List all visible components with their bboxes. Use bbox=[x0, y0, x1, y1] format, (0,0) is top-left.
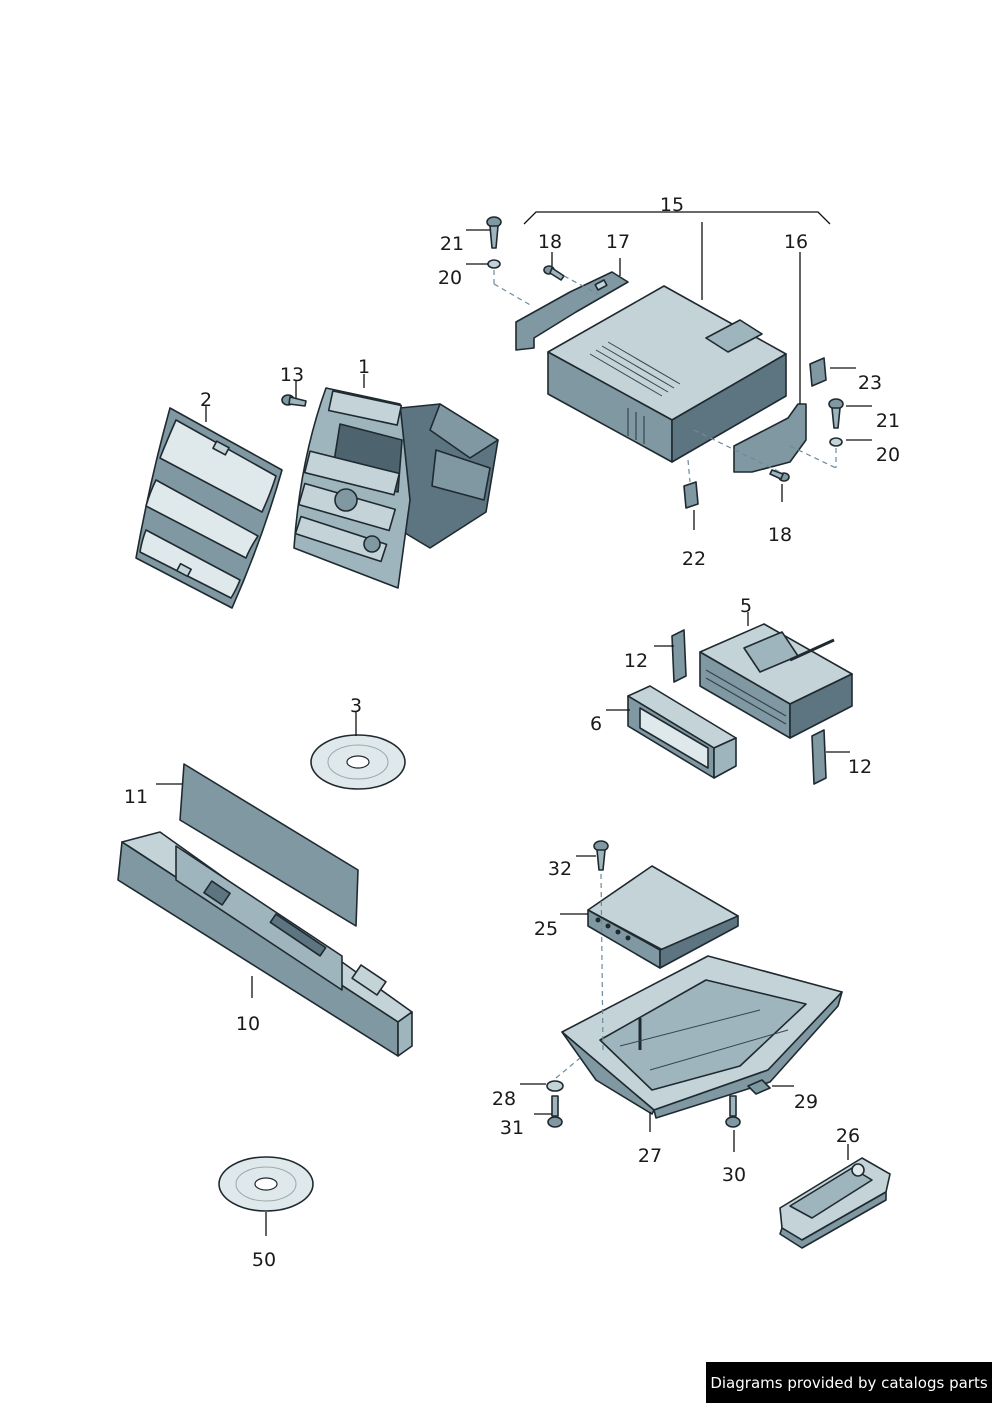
credit-banner: Diagrams provided by catalogs parts bbox=[706, 1362, 992, 1403]
label-part-29: 29 bbox=[794, 1091, 818, 1113]
label-part-18b: 18 bbox=[768, 524, 792, 546]
sheet-part-11 bbox=[179, 763, 359, 927]
clip-part-23 bbox=[809, 357, 827, 387]
label-part-5: 5 bbox=[740, 595, 752, 617]
label-part-30: 30 bbox=[722, 1164, 746, 1186]
clip-part-29 bbox=[747, 1079, 771, 1095]
label-part-10: 10 bbox=[236, 1013, 260, 1035]
screw-part-30 bbox=[725, 1095, 741, 1128]
label-part-26: 26 bbox=[836, 1125, 860, 1147]
screw-part-18a bbox=[543, 265, 565, 281]
label-part-15: 15 bbox=[660, 194, 684, 216]
screw-part-31 bbox=[547, 1095, 563, 1128]
label-part-6: 6 bbox=[590, 713, 602, 735]
label-part-22: 22 bbox=[682, 548, 706, 570]
screw-part-21b bbox=[828, 398, 844, 429]
tray-part-27 bbox=[561, 955, 843, 1119]
label-part-2: 2 bbox=[200, 389, 212, 411]
label-part-12b: 12 bbox=[848, 756, 872, 778]
label-part-1: 1 bbox=[358, 356, 370, 378]
label-part-13: 13 bbox=[280, 364, 304, 386]
trim-frame-part-2 bbox=[135, 407, 283, 609]
screw-part-21a bbox=[486, 216, 502, 249]
label-part-31: 31 bbox=[500, 1117, 524, 1139]
label-part-21b: 21 bbox=[876, 410, 900, 432]
label-part-18a: 18 bbox=[538, 231, 562, 253]
part-labels: 1 2 13 15 16 17 18 21 20 23 21 20 18 22 … bbox=[124, 194, 900, 1271]
remote-control-part-26 bbox=[779, 1157, 891, 1249]
navigation-unit-part-15 bbox=[547, 285, 787, 463]
label-part-32: 32 bbox=[548, 858, 572, 880]
disc-part-50 bbox=[218, 1156, 314, 1212]
control-unit-part-25 bbox=[587, 865, 739, 969]
leader-lines bbox=[156, 211, 872, 1236]
label-part-20b: 20 bbox=[876, 444, 900, 466]
mounting-frame-part-6 bbox=[627, 685, 737, 779]
washer-part-28 bbox=[546, 1080, 564, 1092]
label-part-50: 50 bbox=[252, 1249, 276, 1271]
label-part-27: 27 bbox=[638, 1145, 662, 1167]
cd-changer-part-5 bbox=[699, 623, 853, 739]
label-part-20a: 20 bbox=[438, 267, 462, 289]
washer-part-20a bbox=[487, 259, 501, 269]
screw-part-32 bbox=[593, 840, 609, 871]
clip-part-22 bbox=[683, 481, 699, 509]
label-part-25: 25 bbox=[534, 918, 558, 940]
radio-unit-part-1 bbox=[293, 387, 499, 589]
screw-part-18b bbox=[769, 469, 790, 482]
disc-part-3 bbox=[310, 734, 406, 790]
label-part-12a: 12 bbox=[624, 650, 648, 672]
label-part-28: 28 bbox=[492, 1088, 516, 1110]
label-part-11: 11 bbox=[124, 786, 148, 808]
washer-part-20b bbox=[829, 437, 843, 447]
strip-part-12a bbox=[671, 629, 687, 683]
strip-part-12b bbox=[811, 729, 827, 785]
label-part-23: 23 bbox=[858, 372, 882, 394]
label-part-16: 16 bbox=[784, 231, 808, 253]
label-part-3: 3 bbox=[350, 695, 362, 717]
screw-part-13 bbox=[281, 394, 307, 407]
label-part-21a: 21 bbox=[440, 233, 464, 255]
tuner-module-part-10 bbox=[117, 831, 413, 1057]
bracket-part-17 bbox=[515, 271, 629, 351]
label-part-17: 17 bbox=[606, 231, 630, 253]
bracket-part-16 bbox=[733, 403, 807, 473]
